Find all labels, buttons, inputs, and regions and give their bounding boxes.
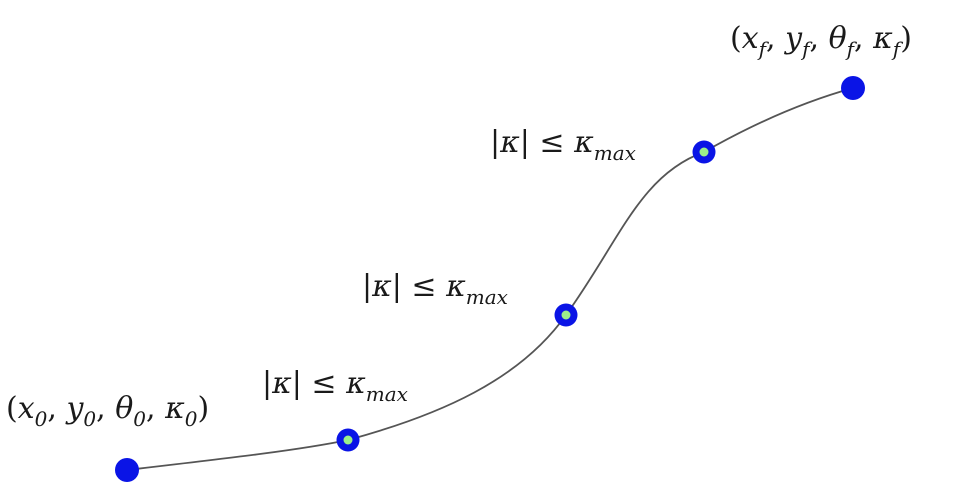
waypoint-2 — [554, 303, 578, 327]
waypoint-1 — [336, 428, 360, 452]
waypoint-3-center — [699, 147, 709, 157]
curvature-constraint-label-3: |κ| ≤ κmax — [490, 125, 636, 165]
curvature-constraint-label-2: |κ| ≤ κmax — [362, 269, 508, 309]
waypoint-3 — [692, 140, 716, 164]
start-node — [115, 458, 139, 482]
curvature-constraint-label-1: |κ| ≤ κmax — [262, 366, 408, 406]
start-state-label: (x0, y0, θ0, κ0) — [6, 391, 209, 431]
waypoint-1-center — [343, 435, 353, 445]
goal-state-label: (xf, yf, θf, κf) — [730, 21, 912, 61]
waypoint-2-center — [561, 310, 571, 320]
goal-node — [841, 76, 865, 100]
